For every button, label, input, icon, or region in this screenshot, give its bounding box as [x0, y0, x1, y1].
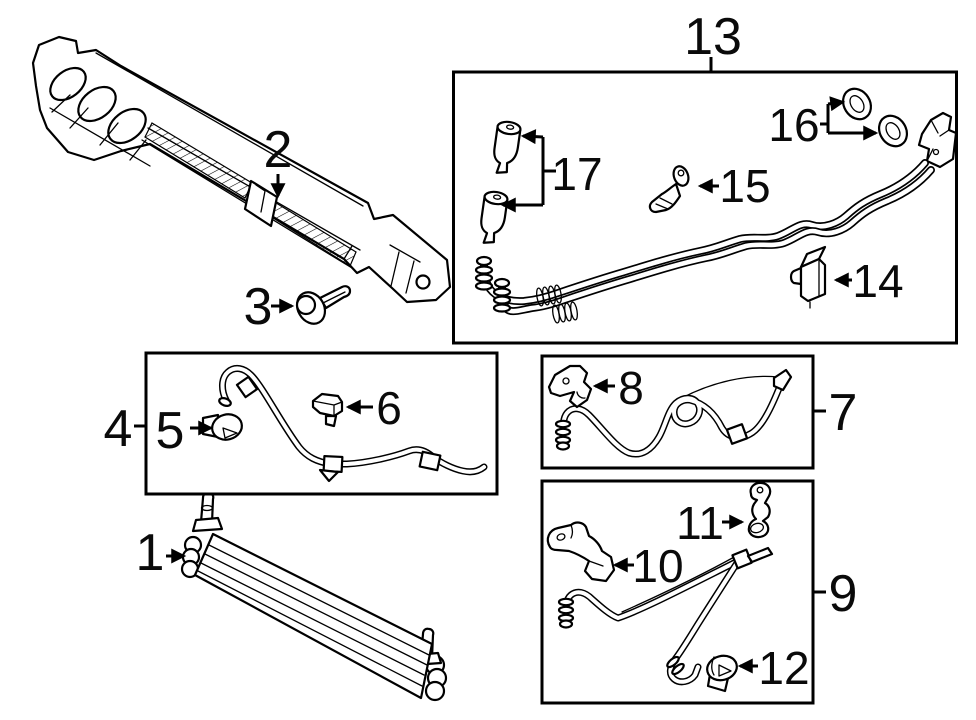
- hose-tip: [772, 368, 793, 392]
- outline: [31, 35, 452, 304]
- tube-retainer-clip-drawing: [789, 245, 827, 309]
- callout-label-9: 9: [829, 565, 858, 623]
- mounting-bolt-drawing: [295, 285, 352, 325]
- pipe-mount-clip-drawing: [706, 654, 738, 693]
- vent-hole: [107, 107, 147, 145]
- callout-labels: 1 2 3 4 5 6 7 8 9 10 11 12 13 14 15 16 1…: [104, 8, 904, 694]
- callout-bracket-16: [820, 104, 830, 133]
- tube-clip-drawing: [493, 120, 522, 174]
- callout-arrow-16a: [827, 96, 846, 112]
- callout-label-2: 2: [264, 121, 293, 179]
- hose-opening: [218, 397, 232, 407]
- pipe-clip-drawing: [747, 481, 772, 539]
- callout-label-1: 1: [136, 524, 165, 582]
- callout-label-12: 12: [758, 642, 809, 694]
- callout-label-13: 13: [684, 8, 742, 66]
- cooler-pipe-drawing: [557, 546, 774, 686]
- callout-label-5: 5: [156, 402, 185, 460]
- radiator-support-drawing: [31, 35, 452, 304]
- hose-clip-drawing: [311, 392, 344, 428]
- callout-label-10: 10: [632, 540, 683, 592]
- callout-label-7: 7: [829, 384, 858, 442]
- hose-bracket-drawing: [547, 364, 593, 409]
- callout-label-8: 8: [618, 362, 644, 414]
- center-tab: [243, 179, 279, 228]
- hose-collar: [235, 375, 259, 399]
- connector-cap-drawing: [201, 413, 243, 441]
- hose-end-ribs: [474, 255, 512, 313]
- outlet-hose-drawing: [554, 368, 793, 458]
- vent-hole: [49, 66, 87, 102]
- pipe-tip: [746, 546, 774, 564]
- callout-label-4: 4: [104, 400, 133, 458]
- pipe-bracket-drawing: [546, 521, 616, 583]
- hose-collar: [418, 450, 442, 472]
- callout-label-17: 17: [551, 148, 602, 200]
- hose-collar: [725, 423, 749, 445]
- hose-collar: [322, 454, 344, 474]
- callout-label-14: 14: [852, 255, 903, 307]
- inlet-hose-drawing: [218, 364, 488, 483]
- hose-tab: [318, 468, 340, 483]
- callout-bracket-17: [541, 137, 556, 205]
- callout-leaders: [134, 57, 879, 674]
- spring-wrap: [536, 284, 578, 324]
- tube-bracket-clip-drawing: [648, 165, 690, 214]
- callout-label-11: 11: [676, 497, 724, 549]
- callout-label-15: 15: [719, 160, 770, 212]
- hose-end-ribs: [557, 597, 685, 676]
- tube-connector-bracket: [917, 111, 958, 169]
- callout-label-3: 3: [244, 278, 273, 336]
- grommet-seal-drawing: [841, 87, 909, 148]
- mount-hole: [415, 274, 431, 290]
- oil-cooler-drawing: [180, 491, 448, 702]
- oil-cooler-tube-assembly-drawing: [474, 111, 958, 324]
- callout-arrow-17a: [520, 129, 544, 145]
- callout-label-16: 16: [768, 99, 819, 151]
- callout-label-6: 6: [376, 382, 402, 434]
- cooler-core: [193, 532, 434, 700]
- hose-end-ribs: [554, 419, 572, 451]
